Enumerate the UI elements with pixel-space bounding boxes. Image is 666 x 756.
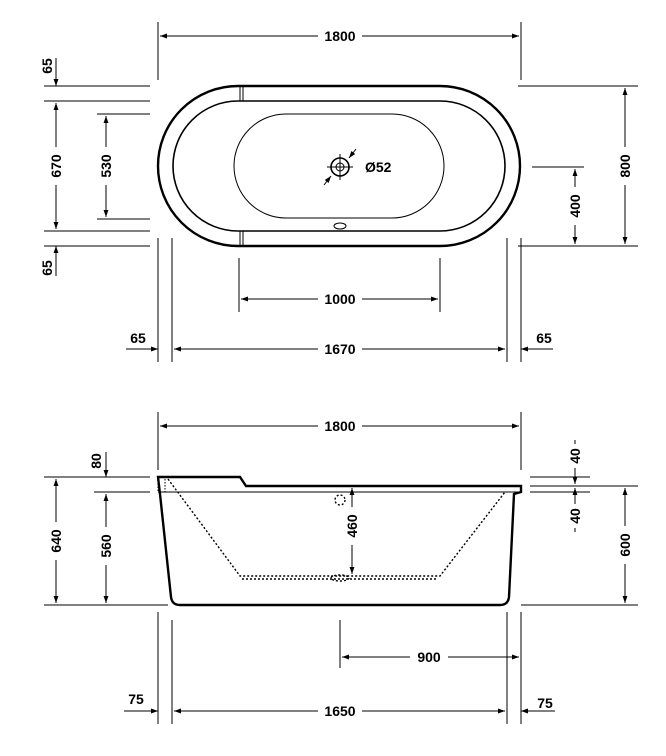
- dim-top-length: 1800: [324, 28, 355, 44]
- drain-side-icon: [330, 574, 350, 582]
- dim-top-inner-length: 1670: [324, 341, 355, 357]
- dim-side-drain-to-end: 900: [417, 649, 441, 665]
- overflow-icon: [333, 222, 347, 230]
- side-view: 1800 80 640 560 460 40 40: [44, 412, 638, 724]
- dim-top-rim-top: 65: [39, 58, 55, 74]
- dim-top-drain-offset: 400: [567, 194, 583, 218]
- dim-top-basin-width: 530: [98, 154, 114, 178]
- dim-top-drain-diameter: Ø52: [365, 159, 392, 175]
- dim-top-rim-right: 65: [536, 330, 552, 346]
- dim-top-overall-width: 800: [617, 154, 633, 178]
- tub-inner-profile: [167, 478, 506, 577]
- dim-side-body-height: 560: [98, 534, 114, 558]
- tub-inner-rim: [172, 100, 506, 232]
- dim-side-base-right: 75: [537, 695, 553, 711]
- dim-side-base-left: 75: [128, 691, 144, 707]
- dim-side-rim-lower: 40: [567, 508, 583, 524]
- drain-icon: [323, 148, 357, 186]
- tub-side-body: [156, 475, 523, 607]
- dim-side-rim-top: 40: [567, 448, 583, 464]
- dim-side-overflow-depth: 460: [344, 514, 360, 538]
- dim-side-height-right: 600: [617, 533, 633, 557]
- dim-top-rim-bottom: 65: [39, 260, 55, 276]
- dim-side-total-height: 640: [48, 529, 64, 553]
- dim-top-rim-left: 65: [130, 330, 146, 346]
- top-view: 1800 65 670 530 65 800 400: [39, 22, 638, 362]
- overflow-side-icon: [334, 494, 346, 506]
- dim-top-inner-width: 670: [48, 154, 64, 178]
- dim-top-basin-length: 1000: [324, 291, 355, 307]
- dim-side-base-length: 1650: [324, 703, 355, 719]
- dim-side-length: 1800: [324, 418, 355, 434]
- tub-basin: [233, 113, 445, 219]
- tub-outer-rim: [156, 84, 522, 248]
- dim-side-backrest-step: 80: [88, 453, 104, 469]
